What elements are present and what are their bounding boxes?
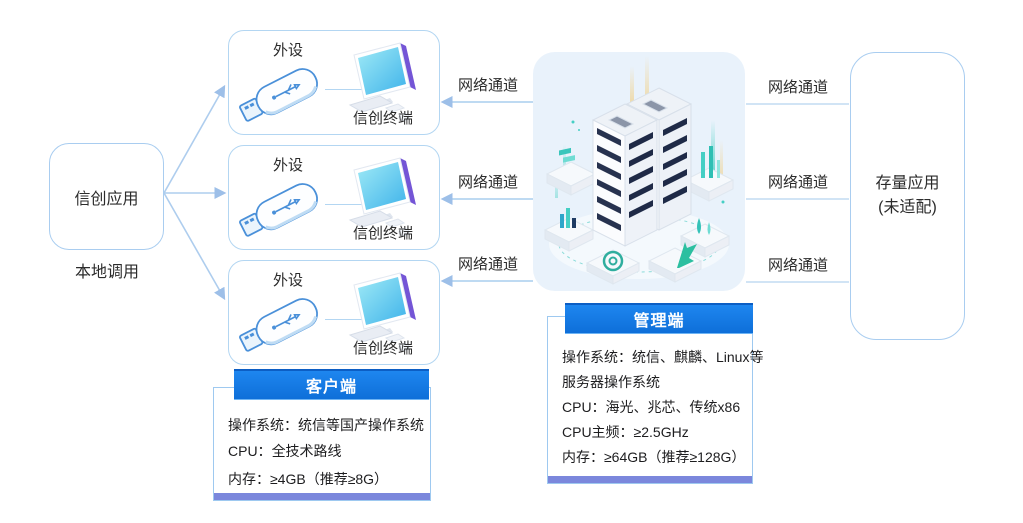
- network-channel-label: 网络通道: [767, 79, 828, 96]
- legacy-app-line2: (未适配): [878, 199, 937, 216]
- usb-drive-icon: [235, 55, 331, 127]
- legacy-app-box: 存量应用 (未适配): [850, 52, 965, 340]
- network-channel-label: 网络通道: [457, 256, 518, 273]
- network-lines-right: [746, 103, 849, 283]
- terminal-label: 信创终端: [352, 340, 413, 357]
- xinchuang-app-box: 信创应用: [49, 143, 164, 250]
- management-spec-panel: 管理端 操作系统：统信、麒麟、Linux等 服务器操作系统 CPU：海光、兆芯、…: [547, 303, 764, 484]
- client-panel-title: 客户端: [234, 369, 429, 400]
- peripheral-label: 外设: [273, 42, 304, 59]
- usb-drive-icon: [235, 285, 331, 357]
- terminal-box-2: 外设: [228, 145, 440, 250]
- legacy-app-line1: 存量应用: [875, 175, 940, 192]
- fanout-arrows: [163, 84, 227, 301]
- management-panel-title: 管理端: [565, 303, 753, 334]
- terminal-box-3: 外设: [228, 260, 440, 365]
- usb-drive-icon: [235, 170, 331, 242]
- monitor-icon: [344, 156, 429, 244]
- mgmt-os-line2: 服务器操作系统: [562, 374, 660, 390]
- management-panel-bottom-strip: [548, 476, 752, 483]
- mgmt-memory-line: 内存：≥64GB（推荐≥128G）: [562, 449, 746, 465]
- peripheral-label: 外设: [273, 157, 304, 174]
- client-cpu-label: CPU：: [228, 443, 272, 459]
- server-cluster-illustration: [533, 52, 745, 291]
- terminal-label: 信创终端: [352, 110, 413, 127]
- usb-monitor-link: [325, 89, 391, 90]
- usb-monitor-link: [325, 204, 391, 205]
- network-channel-label: 网络通道: [457, 77, 518, 94]
- monitor-icon: [344, 271, 429, 359]
- network-channel-label: 网络通道: [767, 257, 828, 274]
- terminal-label: 信创终端: [352, 225, 413, 242]
- usb-monitor-link: [325, 319, 391, 320]
- xinchuang-app-label: 信创应用: [74, 190, 139, 208]
- client-spec-panel: 客户端 操作系统：统信等国产操作系统 CPU：全技术路线 内存：≥4GB（推荐≥…: [213, 369, 431, 501]
- mgmt-cpu-line: CPU：海光、兆芯、传统x86: [562, 399, 741, 415]
- client-memory-line: 内存：≥4GB（推荐≥8G）: [228, 471, 389, 487]
- client-os-line: 操作系统：统信等国产操作系统: [228, 417, 424, 433]
- monitor-icon: [344, 41, 429, 129]
- local-call-label: 本地调用: [74, 264, 139, 281]
- client-cpu-value: 全技术路线: [271, 445, 342, 460]
- client-cpu-line: CPU：全技术路线: [228, 438, 424, 466]
- network-arrows-left: [440, 96, 533, 287]
- network-channel-label: 网络通道: [767, 174, 828, 191]
- network-channel-label: 网络通道: [457, 174, 518, 191]
- mgmt-os-line1: 操作系统：统信、麒麟、Linux等: [562, 349, 764, 365]
- terminal-box-1: 外设: [228, 30, 440, 135]
- peripheral-label: 外设: [273, 272, 304, 289]
- mgmt-cpu-freq-line: CPU主频：≥2.5GHz: [562, 424, 689, 440]
- client-panel-bottom-strip: [214, 493, 430, 500]
